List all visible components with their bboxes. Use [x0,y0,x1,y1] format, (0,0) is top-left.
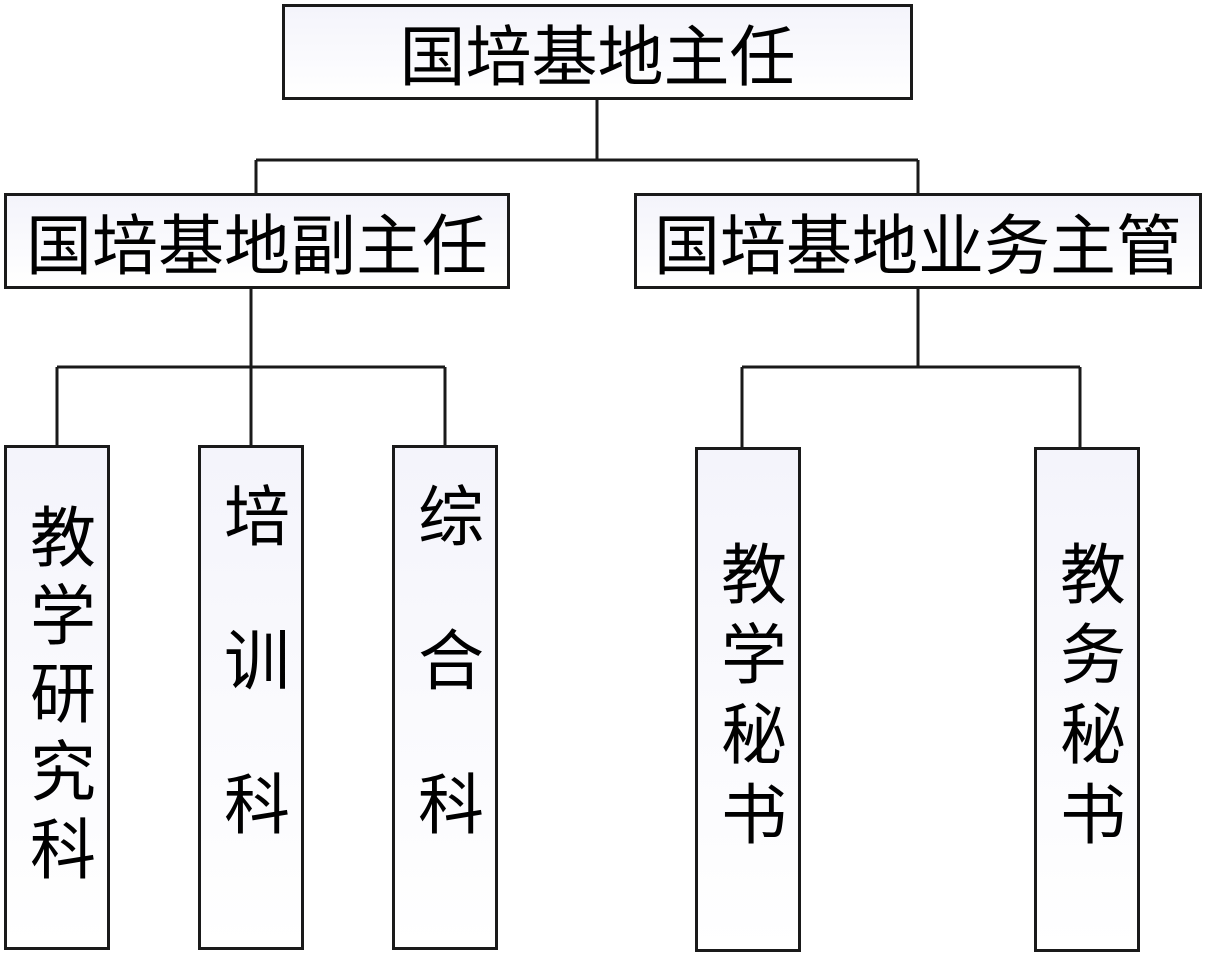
node-teaching-research-section-label: 教学研究科 [19,502,96,893]
node-general-section: 综合科 [392,445,498,950]
node-director-label: 国培基地主任 [399,19,796,96]
node-business-supervisor-label: 国培基地业务主管 [654,208,1182,285]
node-teaching-research-section: 教学研究科 [4,445,110,950]
node-academic-affairs-secretary: 教务秘书 [1034,447,1140,952]
node-director: 国培基地主任 [282,4,913,100]
node-academic-affairs-secretary-label: 教务秘书 [1049,539,1126,860]
node-deputy-director: 国培基地副主任 [4,193,510,289]
node-teaching-secretary-label: 教学秘书 [710,539,787,860]
node-teaching-secretary: 教学秘书 [695,447,801,952]
node-general-section-label: 综合科 [407,481,484,914]
node-business-supervisor: 国培基地业务主管 [634,193,1202,289]
node-training-section-label: 培训科 [213,481,290,914]
node-training-section: 培训科 [198,445,304,950]
node-deputy-director-label: 国培基地副主任 [26,208,488,285]
